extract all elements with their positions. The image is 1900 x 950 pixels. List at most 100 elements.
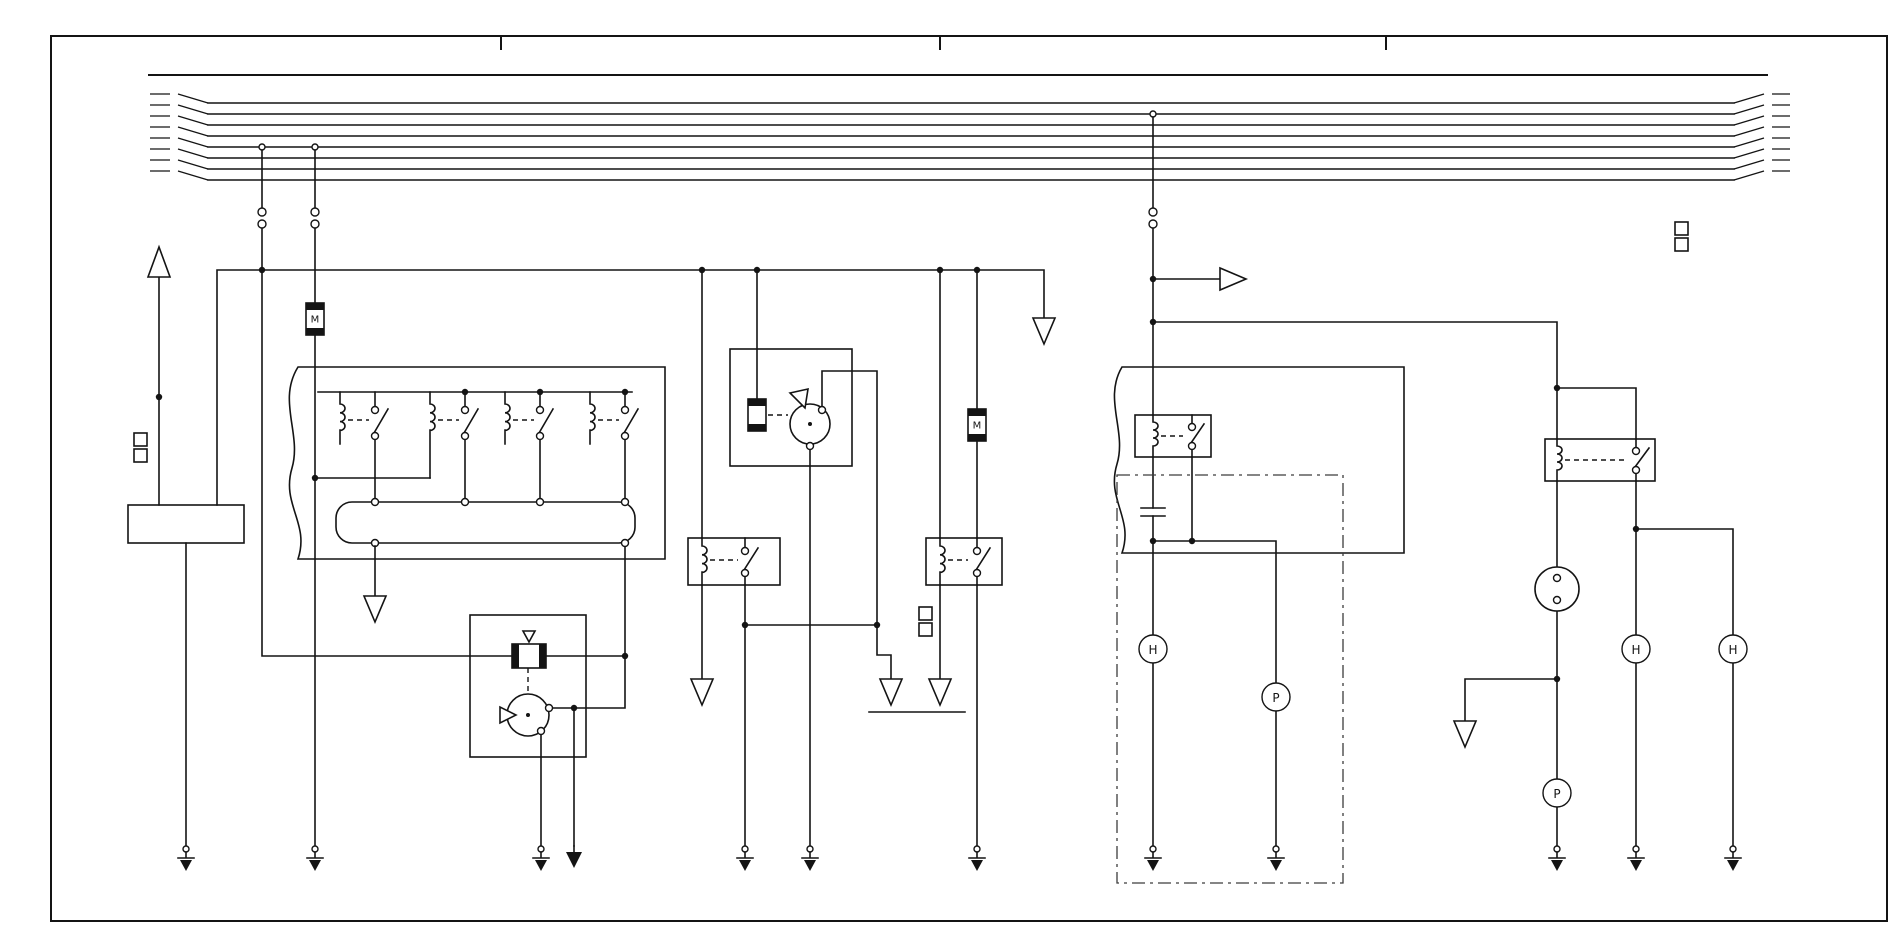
junction-block-body bbox=[127, 504, 245, 544]
connector-marker-icon bbox=[918, 606, 933, 637]
bus-tap-terminal bbox=[311, 143, 319, 151]
heater-label: H bbox=[1631, 643, 1640, 657]
contact bbox=[1631, 465, 1641, 475]
coil-cap bbox=[748, 424, 766, 431]
ground-icon bbox=[736, 845, 754, 872]
outer-border bbox=[50, 35, 1888, 922]
contact bbox=[620, 431, 630, 441]
sensor-body bbox=[1261, 682, 1291, 712]
bus-tap-terminal bbox=[1149, 110, 1157, 118]
arrow-down-icon bbox=[690, 678, 714, 706]
control-box-outline bbox=[1113, 366, 1405, 554]
contact bbox=[972, 568, 982, 578]
relay-switch-block bbox=[288, 366, 666, 597]
rotor-center bbox=[808, 422, 812, 426]
junction-block bbox=[127, 504, 245, 544]
motor-cap bbox=[968, 434, 986, 441]
motor-cap bbox=[306, 303, 324, 310]
junction-dot bbox=[1632, 525, 1640, 533]
rotor-center bbox=[526, 713, 530, 717]
rotor-wedge-icon bbox=[499, 705, 518, 725]
contact bbox=[460, 405, 470, 415]
heater-label: H bbox=[1728, 643, 1737, 657]
bus-right-end bbox=[1733, 93, 1790, 181]
junction-dot bbox=[461, 388, 469, 396]
junction-dot bbox=[536, 388, 544, 396]
control-box-right bbox=[1113, 366, 1405, 884]
terminal bbox=[1552, 595, 1562, 605]
terminal bbox=[370, 497, 380, 507]
rotor-wedge-icon bbox=[788, 387, 809, 410]
arrow-down-icon bbox=[879, 678, 903, 706]
relay-block-coils-and-switches bbox=[339, 391, 640, 499]
connector-marker-icon bbox=[1674, 221, 1689, 252]
junction-dot bbox=[155, 393, 163, 401]
arrow-up-icon bbox=[147, 246, 171, 278]
relay-coil-switch bbox=[1152, 414, 1206, 458]
relay-5 bbox=[1544, 438, 1656, 482]
ground-icon bbox=[532, 845, 550, 872]
distributor-box bbox=[729, 348, 853, 467]
junction-dot bbox=[1149, 275, 1157, 283]
ground-solid-icon bbox=[565, 845, 583, 869]
heater-label: H bbox=[1148, 643, 1157, 657]
solenoid-cap bbox=[539, 644, 546, 668]
wires-middle-region bbox=[540, 269, 978, 847]
relay-body bbox=[687, 537, 781, 586]
relay-body bbox=[1544, 438, 1656, 482]
sensor-left: P bbox=[1261, 682, 1291, 712]
contact bbox=[370, 431, 380, 441]
ground-icon bbox=[1144, 845, 1162, 872]
wire-runs bbox=[158, 116, 1734, 847]
contact bbox=[460, 431, 470, 441]
contact bbox=[1187, 422, 1197, 432]
ground-symbols bbox=[177, 845, 1742, 872]
contact bbox=[1631, 446, 1641, 456]
fusible-link-connector bbox=[1148, 207, 1158, 229]
contact bbox=[740, 568, 750, 578]
junction-dot bbox=[311, 474, 319, 482]
relay-3 bbox=[925, 537, 1003, 586]
relay-4 bbox=[1134, 414, 1212, 458]
arrow-down-icon bbox=[1032, 317, 1056, 345]
terminal bbox=[620, 497, 630, 507]
fusible-link-connector bbox=[310, 207, 320, 229]
shielded-section-boundary bbox=[1116, 474, 1344, 884]
junction-dot bbox=[570, 704, 578, 712]
relay-2 bbox=[687, 537, 781, 586]
contact bbox=[535, 405, 545, 415]
motor-middle: M bbox=[967, 408, 987, 442]
frame bbox=[50, 35, 1888, 922]
ground-icon bbox=[1724, 845, 1742, 872]
condenser-plates bbox=[1140, 507, 1166, 517]
rotor-terminal bbox=[536, 726, 546, 736]
contact bbox=[370, 405, 380, 415]
junction-dot bbox=[698, 266, 706, 274]
connector-markers bbox=[133, 221, 1689, 637]
contact bbox=[1187, 441, 1197, 451]
noise-filter-body bbox=[1534, 566, 1580, 612]
junction-dot bbox=[621, 652, 629, 660]
solenoid-cap bbox=[512, 644, 519, 668]
sensor-label: P bbox=[1553, 787, 1560, 801]
relay-coil-switch bbox=[939, 537, 992, 586]
ground-icon bbox=[801, 845, 819, 872]
contact bbox=[535, 431, 545, 441]
heater-body bbox=[1718, 634, 1748, 664]
contact bbox=[740, 546, 750, 556]
motor-label: M bbox=[973, 421, 982, 432]
relay-coil-switch bbox=[1556, 438, 1651, 482]
heater-body bbox=[1621, 634, 1651, 664]
rotor-terminal bbox=[817, 405, 827, 415]
arrow-down-icon bbox=[928, 678, 952, 706]
junction-dot bbox=[1188, 537, 1196, 545]
junction-dot bbox=[621, 388, 629, 396]
ground-icon bbox=[177, 845, 195, 872]
harness-bus bbox=[148, 74, 1790, 181]
terminal bbox=[1552, 573, 1562, 583]
arrow-right-icon bbox=[1219, 267, 1247, 291]
junction-dot bbox=[936, 266, 944, 274]
rotor-contact-icon bbox=[521, 630, 537, 644]
junction-dot bbox=[1149, 537, 1157, 545]
motor-cap bbox=[306, 328, 324, 335]
